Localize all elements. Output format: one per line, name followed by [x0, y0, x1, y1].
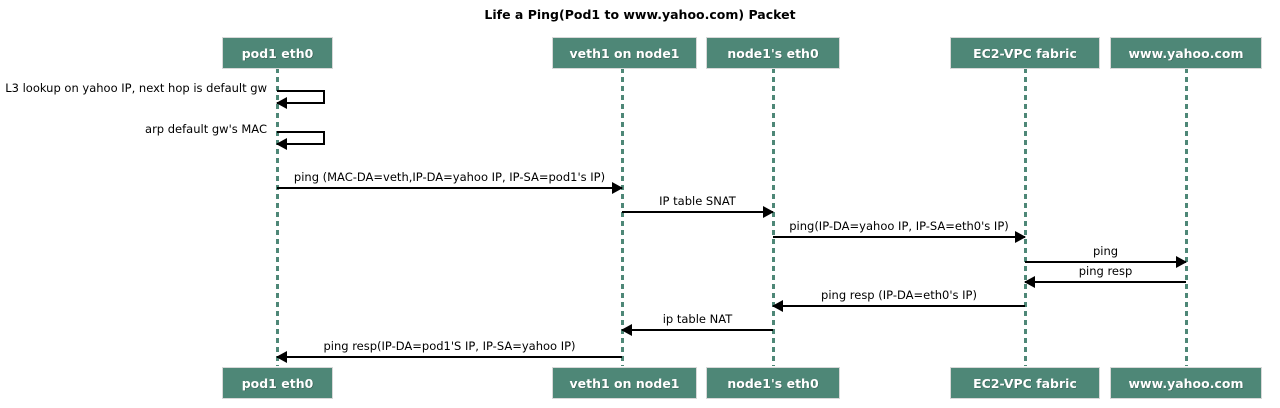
- arrowhead-icon: [1015, 231, 1026, 243]
- arrowhead-icon: [612, 182, 623, 194]
- self-message-top-segment: [277, 90, 325, 92]
- message-line: [622, 329, 773, 331]
- participant-label: node1's eth0: [727, 375, 819, 391]
- message-label: ping resp: [1078, 264, 1133, 278]
- participant-label: pod1 eth0: [241, 375, 314, 391]
- message-label: IP table SNAT: [659, 194, 736, 208]
- arrowhead-icon: [276, 97, 287, 109]
- arrowhead-icon: [763, 206, 774, 218]
- lifeline-veth1-on-node1: [621, 68, 624, 366]
- self-message-right-segment: [323, 90, 325, 104]
- participant-box-bottom-www-yahoo-com[interactable]: www.yahoo.com: [1110, 367, 1262, 399]
- participant-label: EC2-VPC fabric: [973, 45, 1077, 61]
- arrowhead-icon: [1024, 276, 1035, 288]
- message-line: [277, 356, 622, 358]
- participant-box-bottom-veth1-on-node1[interactable]: veth1 on node1: [552, 367, 697, 399]
- participant-box-top-veth1-on-node1[interactable]: veth1 on node1: [552, 37, 697, 69]
- participant-label: www.yahoo.com: [1128, 375, 1244, 391]
- participant-box-bottom-node1s-eth0[interactable]: node1's eth0: [706, 367, 840, 399]
- participant-label: pod1 eth0: [241, 45, 314, 61]
- arrowhead-icon: [276, 138, 287, 150]
- lifeline-ec2-vpc-fabric: [1024, 68, 1027, 366]
- message-line: [1025, 281, 1186, 283]
- message-line: [773, 236, 1025, 238]
- page-title: Life a Ping(Pod1 to www.yahoo.com) Packe…: [484, 7, 796, 22]
- participant-box-top-node1s-eth0[interactable]: node1's eth0: [706, 37, 840, 69]
- lifeline-www-yahoo-com: [1185, 68, 1188, 366]
- arrowhead-icon: [276, 351, 287, 363]
- participant-box-top-www-yahoo-com[interactable]: www.yahoo.com: [1110, 37, 1262, 69]
- self-message-top-segment: [277, 131, 325, 133]
- arrowhead-icon: [772, 300, 783, 312]
- self-message-label: L3 lookup on yahoo IP, next hop is defau…: [5, 81, 267, 95]
- message-label: ping(IP-DA=yahoo IP, IP-SA=eth0's IP): [789, 219, 1009, 233]
- self-message-bottom-segment: [277, 143, 325, 145]
- participant-label: veth1 on node1: [569, 375, 680, 391]
- message-label: ping resp (IP-DA=eth0's IP): [821, 288, 977, 302]
- message-label: ping resp(IP-DA=pod1'S IP, IP-SA=yahoo I…: [323, 339, 576, 353]
- participant-label: veth1 on node1: [569, 45, 680, 61]
- message-label: ping (MAC-DA=veth,IP-DA=yahoo IP, IP-SA=…: [293, 170, 606, 184]
- self-message-label: arp default gw's MAC: [145, 122, 267, 136]
- message-line: [773, 305, 1025, 307]
- message-label: ip table NAT: [662, 312, 733, 326]
- message-line: [622, 211, 773, 213]
- participant-label: EC2-VPC fabric: [973, 375, 1077, 391]
- lifeline-pod1-eth0: [276, 68, 279, 366]
- message-line: [277, 187, 622, 189]
- self-message-bottom-segment: [277, 102, 325, 104]
- self-message-l3-lookup: L3 lookup on yahoo IP, next hop is defau…: [5, 81, 325, 109]
- participant-box-bottom-ec2-vpc-fabric[interactable]: EC2-VPC fabric: [950, 367, 1100, 399]
- participant-label: node1's eth0: [727, 45, 819, 61]
- message-line: [1025, 261, 1186, 263]
- message-label: ping: [1092, 244, 1119, 258]
- participant-box-bottom-pod1-eth0[interactable]: pod1 eth0: [222, 367, 333, 399]
- self-message-right-segment: [323, 131, 325, 145]
- arrowhead-icon: [1176, 256, 1187, 268]
- arrowhead-icon: [621, 324, 632, 336]
- participant-box-top-pod1-eth0[interactable]: pod1 eth0: [222, 37, 333, 69]
- participant-label: www.yahoo.com: [1128, 45, 1244, 61]
- self-message-arp-default-gw-mac: arp default gw's MAC: [145, 122, 325, 150]
- participant-box-top-ec2-vpc-fabric[interactable]: EC2-VPC fabric: [950, 37, 1100, 69]
